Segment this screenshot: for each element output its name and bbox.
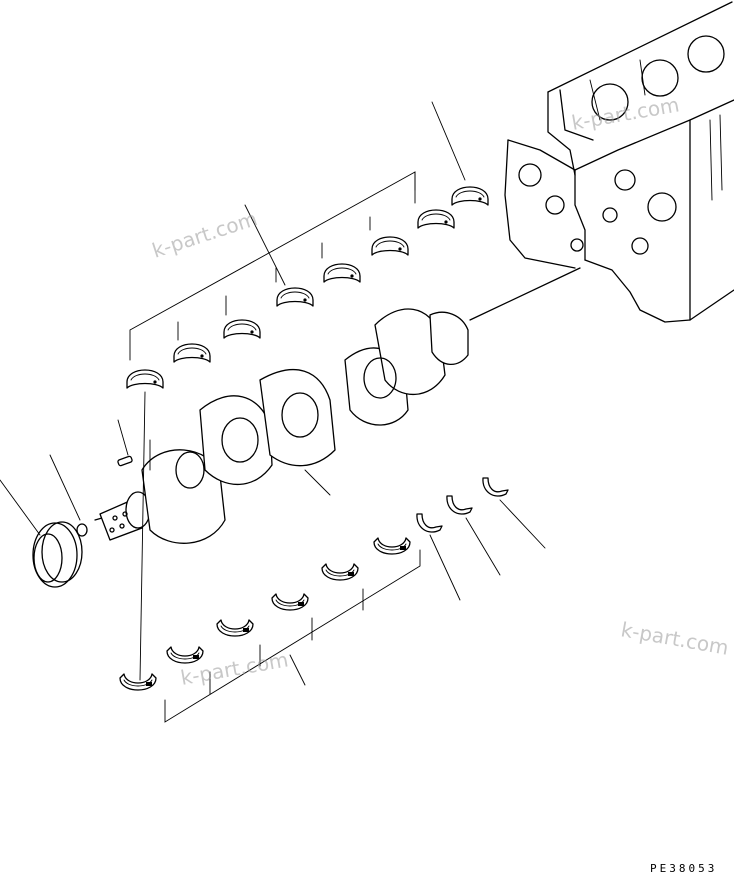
pin xyxy=(76,523,88,537)
watermark-4: k-part.com xyxy=(619,617,730,660)
watermarks: k-part.com k-part.com k-part.com k-part.… xyxy=(149,92,730,690)
thrust-washers xyxy=(416,477,509,533)
watermark-1: k-part.com xyxy=(149,206,260,262)
key xyxy=(117,455,133,467)
diagram-code: PE38053 xyxy=(650,862,717,875)
watermark-2: k-part.com xyxy=(570,92,681,135)
crank-gear xyxy=(32,521,83,588)
cylinder-block xyxy=(504,1,734,323)
crankshaft xyxy=(94,267,581,544)
leader-lines xyxy=(0,101,546,723)
